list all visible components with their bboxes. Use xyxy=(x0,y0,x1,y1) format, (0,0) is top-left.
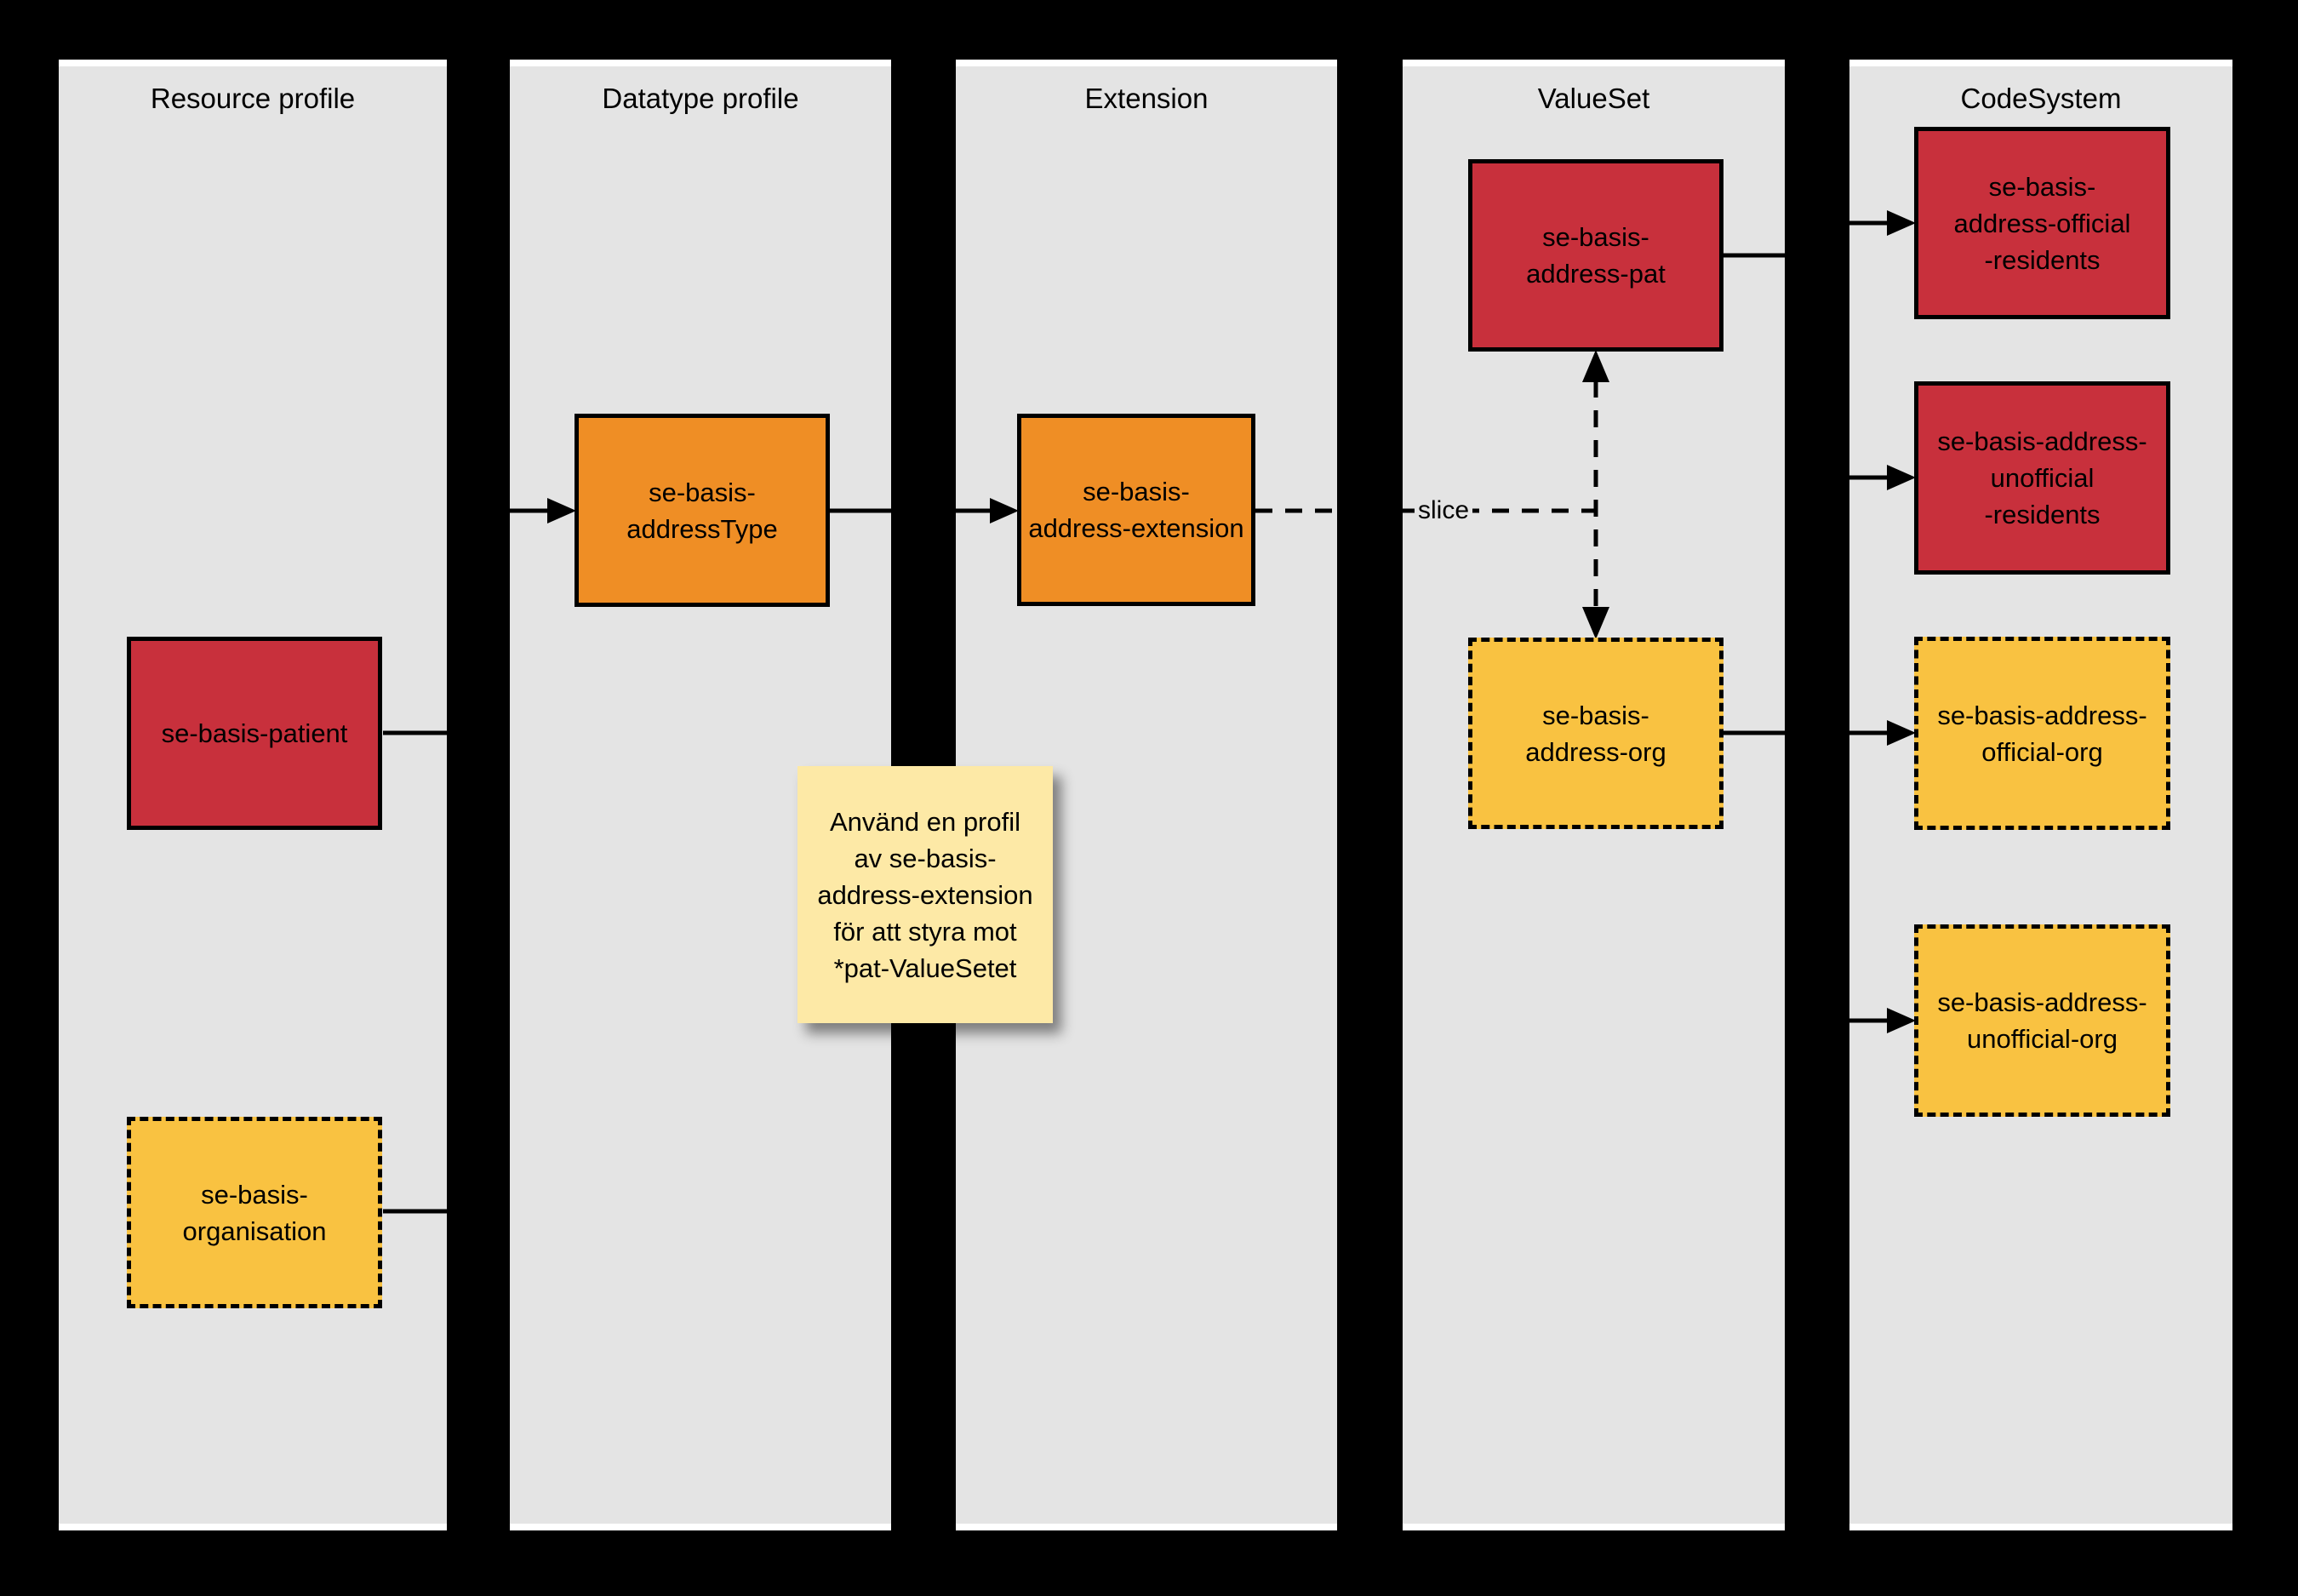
box-label: se-basis-address- official-org xyxy=(1937,700,2147,767)
box-label: se-basis- addressType xyxy=(626,477,778,544)
box-se-basis-address-official-residents[interactable]: se-basis- address-official -residents xyxy=(1914,127,2170,319)
box-label: se-basis- address-extension xyxy=(1028,477,1244,543)
box-label: se-basis- address-official -residents xyxy=(1953,171,2131,275)
sticky-note[interactable]: Använd en profil av se-basis- address-ex… xyxy=(797,766,1053,1023)
box-se-basis-addresstype[interactable]: se-basis- addressType xyxy=(574,414,830,607)
box-label: se-basis- address-org xyxy=(1525,700,1666,767)
edge-label-slice: slice xyxy=(1415,491,1473,530)
box-se-basis-address-official-org[interactable]: se-basis-address- official-org xyxy=(1914,637,2170,830)
box-se-basis-address-org[interactable]: se-basis- address-org xyxy=(1468,638,1724,829)
lane-title-datatype-profile: Datatype profile xyxy=(602,83,799,114)
box-label: se-basis- organisation xyxy=(182,1179,327,1246)
lane-title-valueset: ValueSet xyxy=(1537,83,1650,114)
box-label: se-basis-address- unofficial -residents xyxy=(1937,426,2147,529)
box-label: se-basis-patient xyxy=(161,718,348,748)
lane-title-extension: Extension xyxy=(1084,83,1209,114)
lane-title-codesystem: CodeSystem xyxy=(1960,83,2122,114)
box-se-basis-address-extension[interactable]: se-basis- address-extension xyxy=(1017,414,1255,606)
box-label: se-basis- address-pat xyxy=(1526,222,1666,289)
box-se-basis-patient[interactable]: se-basis-patient xyxy=(127,637,382,830)
lane-title-resource-profile: Resource profile xyxy=(150,83,356,114)
box-se-basis-address-unofficial-org[interactable]: se-basis-address- unofficial-org xyxy=(1914,924,2170,1117)
box-label: se-basis-address- unofficial-org xyxy=(1937,987,2147,1054)
sticky-note-text: Använd en profil av se-basis- address-ex… xyxy=(817,806,1033,983)
box-se-basis-address-pat[interactable]: se-basis- address-pat xyxy=(1468,159,1724,352)
box-se-basis-organisation[interactable]: se-basis- organisation xyxy=(127,1117,382,1308)
box-se-basis-address-unofficial-residents[interactable]: se-basis-address- unofficial -residents xyxy=(1914,381,2170,575)
